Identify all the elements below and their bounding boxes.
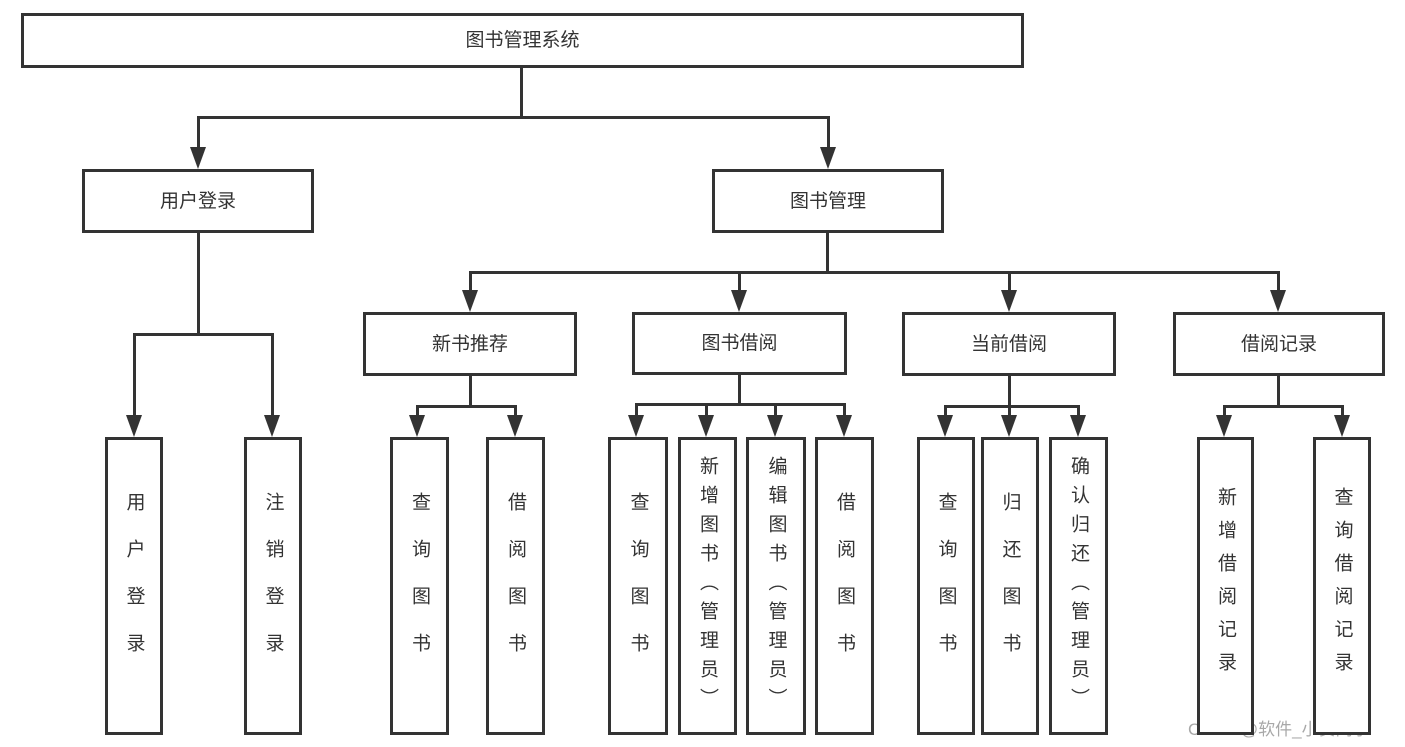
arrowhead-icon <box>1070 415 1086 437</box>
edge-split <box>416 405 517 408</box>
edge-drop <box>827 116 830 149</box>
leaf-query-books-recommend: 查询图书 <box>390 437 449 735</box>
arrowhead-icon <box>767 415 783 437</box>
arrowhead-icon <box>937 415 953 437</box>
edge-drop <box>944 405 947 417</box>
arrowhead-icon <box>264 415 280 437</box>
leaf-query-books-borrowing: 查询图书 <box>608 437 668 735</box>
arrowhead-icon <box>507 415 523 437</box>
edge-stub <box>1277 376 1280 407</box>
leaf-return-books: 归还图书 <box>981 437 1039 735</box>
node-label: 当前借阅 <box>970 333 1047 355</box>
leaf-add-borrow-record: 新增借阅记录 <box>1197 437 1254 735</box>
arrowhead-icon <box>190 147 206 169</box>
leaf-query-borrow-record: 查询借阅记录 <box>1313 437 1371 735</box>
edge-root-split <box>197 116 830 119</box>
leaf-borrow-books: 借阅图书 <box>815 437 874 735</box>
node-root-library-management-system: 图书管理系统 <box>21 13 1024 68</box>
node-label: 注销登录 <box>262 492 284 680</box>
edge-drop <box>705 403 708 417</box>
leaf-confirm-return-admin: 确认归还（管理员） <box>1049 437 1108 735</box>
node-label: 编辑图书（管理员） <box>765 455 787 717</box>
edge-stub <box>826 233 829 274</box>
node-user-login: 用户登录 <box>82 169 314 233</box>
node-label: 新书推荐 <box>431 333 508 355</box>
node-label: 用户登录 <box>123 492 145 680</box>
arrowhead-icon <box>731 290 747 312</box>
node-label: 借阅记录 <box>1240 333 1317 355</box>
edge-drop <box>774 403 777 417</box>
node-label: 借阅图书 <box>505 492 526 680</box>
arrowhead-icon <box>126 415 142 437</box>
edge-drop <box>1077 405 1080 417</box>
node-label: 查询图书 <box>409 492 430 680</box>
arrowhead-icon <box>1001 290 1017 312</box>
edge-root-stub <box>520 68 523 118</box>
edge-stub <box>469 376 472 407</box>
edge-drop <box>1277 271 1280 291</box>
node-label: 查询图书 <box>627 492 649 680</box>
node-label: 图书管理系统 <box>465 30 580 51</box>
edge-split <box>944 405 1080 408</box>
node-label: 新增图书（管理员） <box>697 455 718 717</box>
edge-stub <box>738 375 741 406</box>
arrowhead-icon <box>1270 290 1286 312</box>
edge-drop <box>1008 271 1011 291</box>
edge-drop <box>271 333 274 415</box>
node-label: 查询图书 <box>935 492 957 680</box>
arrowhead-icon <box>698 415 714 437</box>
edge-drop <box>738 271 741 291</box>
edge-stub <box>197 233 200 335</box>
arrowhead-icon <box>1001 415 1017 437</box>
edge-drop <box>416 405 419 417</box>
node-label: 借阅图书 <box>834 492 855 680</box>
edge-drop <box>843 403 846 417</box>
arrowhead-icon <box>462 290 478 312</box>
leaf-borrow-books-recommend: 借阅图书 <box>486 437 545 735</box>
edge-stub <box>1008 376 1011 407</box>
arrowhead-icon <box>820 147 836 169</box>
node-current-borrowing: 当前借阅 <box>902 312 1116 376</box>
arrowhead-icon <box>1216 415 1232 437</box>
arrowhead-icon <box>1334 415 1350 437</box>
edge-drop <box>635 403 638 417</box>
node-book-management: 图书管理 <box>712 169 944 233</box>
node-label: 用户登录 <box>159 190 236 212</box>
edge-drop <box>1223 405 1226 417</box>
edge-split <box>1223 405 1343 408</box>
node-book-borrowing: 图书借阅 <box>632 312 847 375</box>
node-label: 图书管理 <box>789 190 866 212</box>
node-label: 归还图书 <box>999 492 1021 680</box>
node-label: 图书借阅 <box>701 333 778 354</box>
arrowhead-icon <box>836 415 852 437</box>
leaf-query-books-current: 查询图书 <box>917 437 975 735</box>
edge-split <box>133 333 273 336</box>
node-new-book-recommend: 新书推荐 <box>363 312 577 376</box>
leaf-user-login: 用户登录 <box>105 437 163 735</box>
edge-drop <box>197 116 200 149</box>
edge-drop <box>469 271 472 291</box>
arrowhead-icon <box>409 415 425 437</box>
node-label: 查询借阅记录 <box>1331 487 1353 685</box>
edge-drop <box>514 405 517 417</box>
edge-split <box>635 403 845 406</box>
edge-drop <box>133 333 136 415</box>
leaf-add-books-admin: 新增图书（管理员） <box>678 437 737 735</box>
edge-split <box>469 271 1280 274</box>
edge-drop <box>1341 405 1344 417</box>
leaf-edit-books-admin: 编辑图书（管理员） <box>746 437 806 735</box>
arrowhead-icon <box>628 415 644 437</box>
leaf-logout: 注销登录 <box>244 437 302 735</box>
node-label: 确认归还（管理员） <box>1068 455 1089 717</box>
edge-drop <box>1008 405 1011 417</box>
node-label: 新增借阅记录 <box>1215 487 1236 685</box>
node-borrowing-records: 借阅记录 <box>1173 312 1385 376</box>
